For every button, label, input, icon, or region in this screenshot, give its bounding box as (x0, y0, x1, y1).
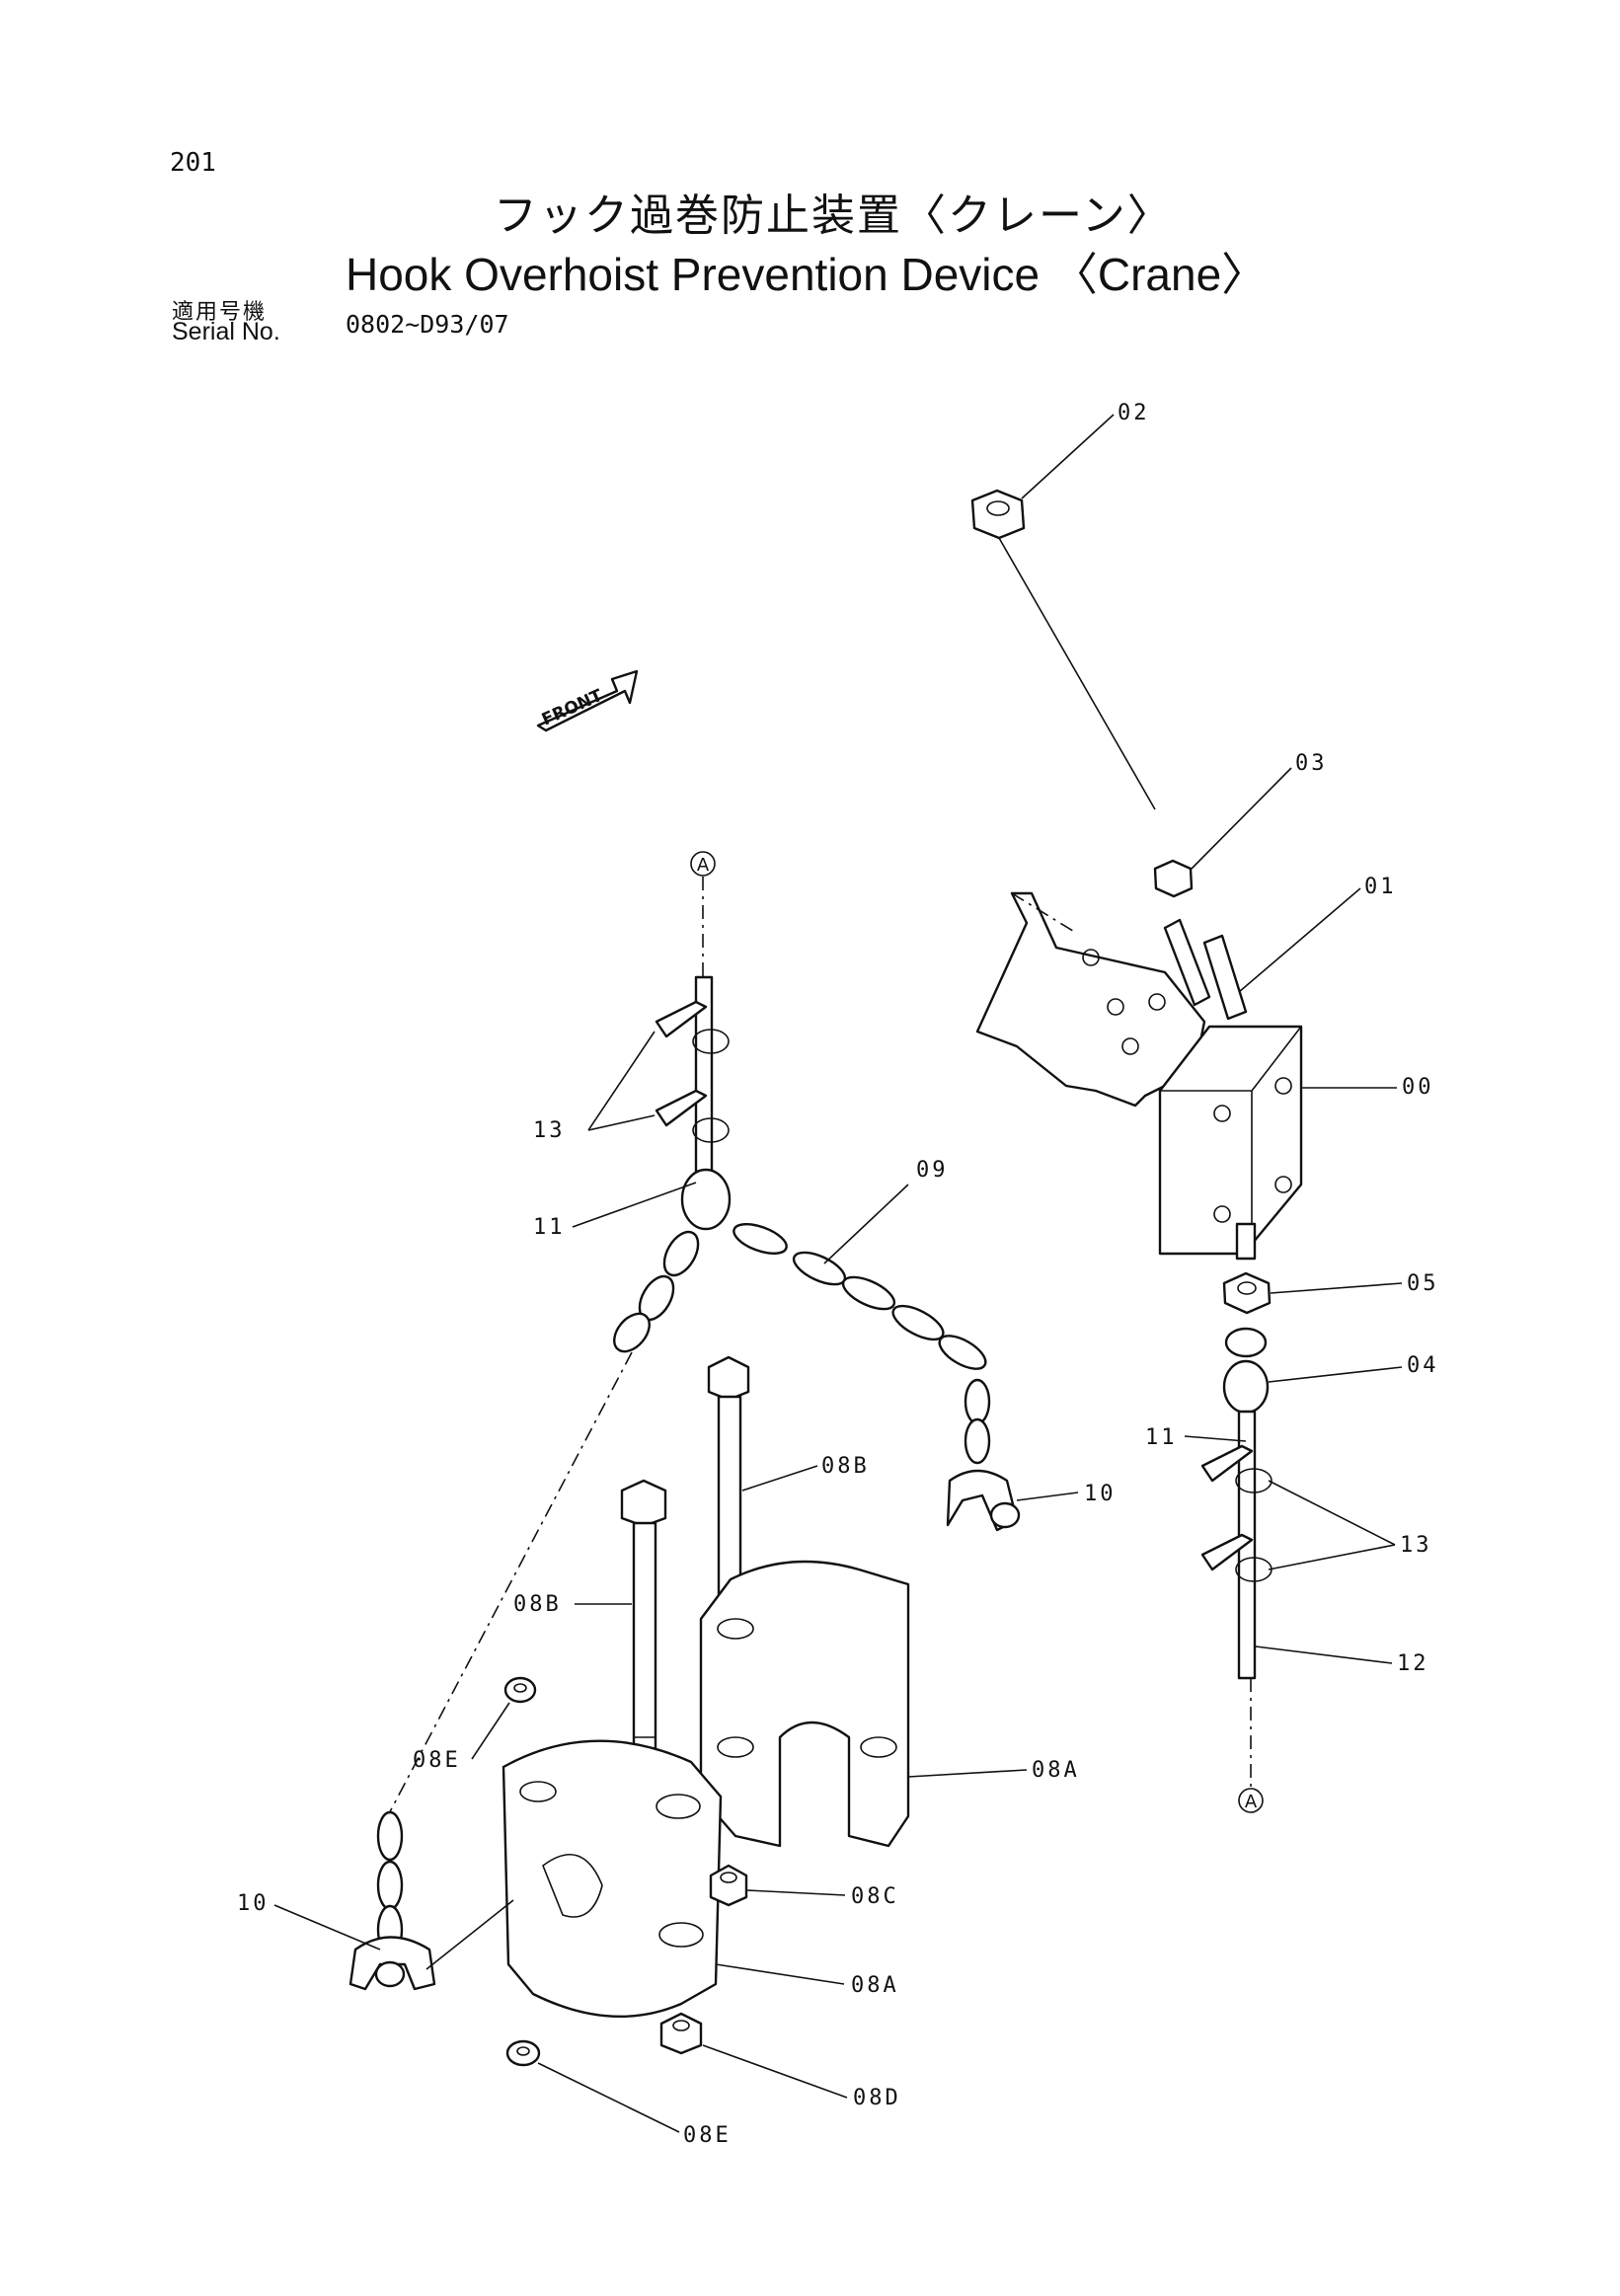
callout-12: 12 (1397, 1651, 1429, 1676)
callout-10-left: 10 (237, 1891, 270, 1916)
pipe-fittings-01 (1163, 918, 1248, 1021)
nut-02 (970, 489, 1156, 810)
callout-11-right: 11 (1145, 1425, 1178, 1450)
nut-08d (659, 2012, 703, 2055)
callout-00: 00 (1402, 1075, 1434, 1100)
callout-13-left: 13 (533, 1118, 566, 1143)
clamp-half-08a-upper (699, 1560, 910, 1848)
callout-08a-upper: 08A (1032, 1758, 1080, 1783)
rod-end-04 (1222, 1327, 1270, 1415)
clips-13-right (1200, 1444, 1273, 1582)
washer-08e-lower (505, 2039, 541, 2067)
bolt-08b-lower (620, 1479, 667, 1772)
title-japanese: フック過巻防止装置〈クレーン〉 (494, 191, 1173, 241)
callout-08b-lower: 08B (513, 1592, 562, 1617)
callout-labels: 02 03 01 00 05 04 11 13 12 13 11 09 08B … (237, 401, 1439, 2148)
reference-marker-a-top: A (690, 851, 716, 977)
reference-marker-a-bottom-label: A (1245, 1792, 1258, 1812)
limit-switch-body-00 (1158, 1025, 1303, 1261)
callout-13-right: 13 (1400, 1533, 1432, 1558)
reference-marker-a-top-label: A (697, 855, 710, 876)
front-arrow-label: FRONT (539, 686, 606, 730)
shackle-10-right (946, 1469, 1021, 1532)
chain-09 (613, 1168, 991, 1465)
chain-lower-left (376, 1810, 404, 1955)
serial-label-english: Serial No. (172, 318, 280, 345)
callout-08e-upper: 08E (413, 1748, 461, 1773)
clips-13-left (655, 1000, 730, 1143)
front-arrow-icon: FRONT (536, 669, 639, 732)
callout-11-left: 11 (533, 1215, 566, 1240)
callout-08e-lower: 08E (683, 2123, 732, 2148)
nut-08c (709, 1864, 748, 1907)
callout-10-right: 10 (1084, 1482, 1117, 1506)
serial-label-japanese: 適用号機 (172, 300, 268, 325)
nut-03 (1153, 859, 1194, 898)
callout-03: 03 (1295, 751, 1328, 776)
callout-08b-upper: 08B (821, 1454, 870, 1479)
title-english: Hook Overhoist Prevention Device 〈Crane〉 (346, 249, 1268, 300)
callout-08c: 08C (851, 1884, 899, 1909)
serial-range: 0802~D93/07 (346, 310, 509, 339)
washer-08e-upper (503, 1676, 537, 1704)
shackle-10-left (348, 1936, 436, 1991)
callout-08d: 08D (853, 2086, 901, 2110)
chain-path-guide (384, 1351, 633, 1822)
callout-04: 04 (1407, 1353, 1439, 1378)
nut-05 (1222, 1271, 1272, 1315)
reference-marker-a-bottom: A (1238, 1678, 1264, 1813)
leader-lines (273, 414, 1403, 2133)
callout-09: 09 (916, 1158, 949, 1183)
callout-05: 05 (1407, 1271, 1439, 1296)
callout-01: 01 (1364, 875, 1397, 899)
mounting-bracket (975, 891, 1206, 1108)
clamp-half-08a-lower (501, 1739, 723, 2018)
page-number: 201 (170, 148, 216, 178)
callout-08a-lower: 08A (851, 1973, 899, 1998)
callout-02: 02 (1118, 401, 1150, 425)
